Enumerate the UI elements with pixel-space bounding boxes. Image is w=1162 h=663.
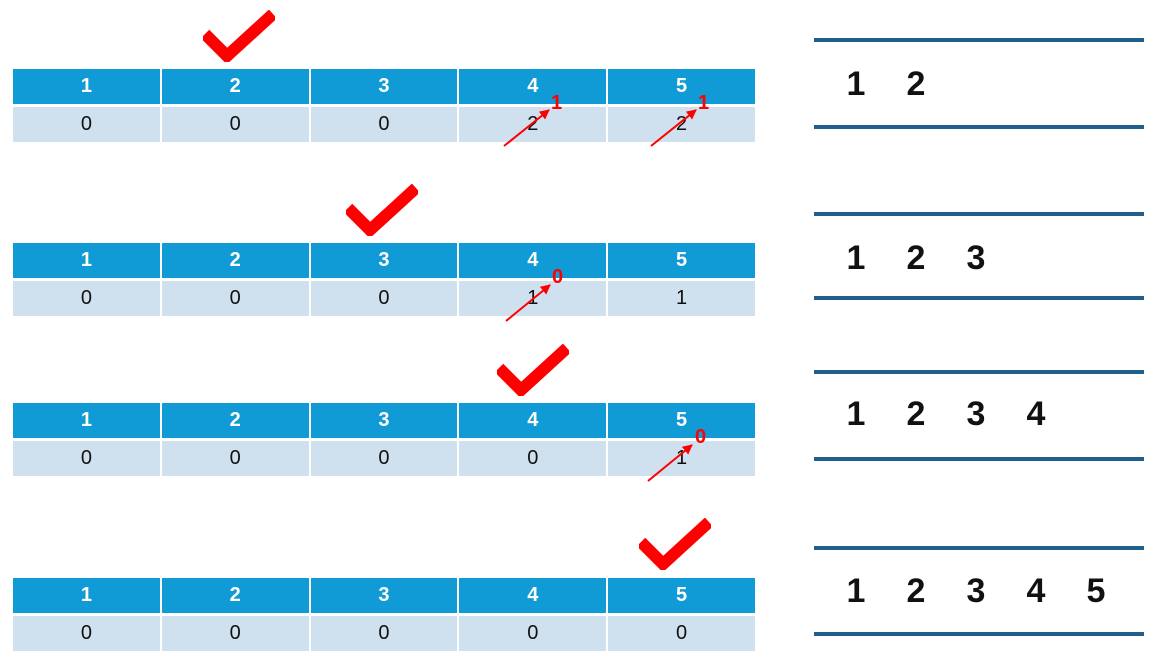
node-header-cell: 3 [309,403,460,441]
stack-item: 2 [906,395,926,433]
indegree-value-cell: 0 [309,105,460,142]
checkmark-icon [639,518,711,570]
stack-item: 5 [1086,572,1106,610]
stack-item: 3 [966,572,986,610]
stack-item: 2 [906,65,926,103]
indegree-value-row: 0 0 0 0 1 [13,439,755,476]
indegree-value-cell: 1 [607,279,755,316]
indegree-value-cell: 0 [160,614,311,651]
stack-bottom-line [814,125,1144,129]
stack-item: 4 [1026,395,1046,433]
indegree-value-cell: 0 [309,439,460,476]
node-header-cell: 1 [13,403,162,441]
node-header-row: 1 2 3 4 5 [13,578,755,616]
stack-item: 1 [846,395,866,433]
node-header-cell: 5 [607,69,755,107]
node-header-cell: 3 [309,69,460,107]
stack-item: 2 [906,572,926,610]
indegree-value-cell: 0 [309,279,460,316]
indegree-value-cell: 1 [458,279,609,316]
checkmark-icon [497,344,569,396]
node-header-cell: 2 [160,243,311,281]
stack-item: 3 [966,239,986,277]
stack-top-line [814,38,1144,42]
indegree-table: 1 2 3 4 5 0 0 0 1 1 [13,243,755,316]
node-header-cell: 2 [160,578,311,616]
indegree-value-cell: 0 [160,279,311,316]
result-stack: 1 2 [826,64,946,104]
indegree-value-cell: 0 [13,439,162,476]
indegree-value-cell: 2 [458,105,609,142]
indegree-value-cell: 0 [13,105,162,142]
node-header-cell: 1 [13,243,162,281]
node-header-cell: 3 [309,243,460,281]
indegree-value-cell: 0 [309,614,460,651]
result-stack: 1 2 3 4 5 [826,571,1126,611]
stack-item: 3 [966,395,986,433]
indegree-value-cell: 0 [607,614,755,651]
node-header-cell: 2 [160,403,311,441]
node-header-cell: 4 [458,403,609,441]
stack-bottom-line [814,296,1144,300]
node-header-cell: 1 [13,578,162,616]
indegree-value-row: 0 0 0 1 1 [13,279,755,316]
indegree-value-cell: 0 [458,614,609,651]
stack-item: 1 [846,65,866,103]
node-header-cell: 5 [607,243,755,281]
indegree-table: 1 2 3 4 5 0 0 0 2 2 [13,69,755,142]
node-header-cell: 1 [13,69,162,107]
result-stack: 1 2 3 [826,238,1006,278]
stack-item: 4 [1026,572,1046,610]
indegree-table: 1 2 3 4 5 0 0 0 0 1 [13,403,755,476]
stack-top-line [814,370,1144,374]
node-header-row: 1 2 3 4 5 [13,243,755,281]
indegree-table: 1 2 3 4 5 0 0 0 0 0 [13,578,755,651]
result-stack: 1 2 3 4 [826,394,1066,434]
checkmark-icon [203,10,275,62]
node-header-row: 1 2 3 4 5 [13,403,755,441]
node-header-cell: 5 [607,578,755,616]
stack-bottom-line [814,632,1144,636]
stack-top-line [814,546,1144,550]
indegree-value-cell: 0 [13,614,162,651]
stack-item: 1 [846,572,866,610]
stack-item: 1 [846,239,866,277]
indegree-value-row: 0 0 0 0 0 [13,614,755,651]
indegree-value-row: 0 0 0 2 2 [13,105,755,142]
indegree-value-cell: 1 [607,439,755,476]
node-header-row: 1 2 3 4 5 [13,69,755,107]
node-header-cell: 4 [458,69,609,107]
indegree-value-cell: 2 [607,105,755,142]
stack-top-line [814,212,1144,216]
node-header-cell: 3 [309,578,460,616]
indegree-value-cell: 0 [458,439,609,476]
checkmark-icon [346,184,418,236]
node-header-cell: 4 [458,243,609,281]
stack-item: 2 [906,239,926,277]
indegree-value-cell: 0 [160,439,311,476]
node-header-cell: 2 [160,69,311,107]
indegree-value-cell: 0 [13,279,162,316]
node-header-cell: 5 [607,403,755,441]
indegree-value-cell: 0 [160,105,311,142]
node-header-cell: 4 [458,578,609,616]
stack-bottom-line [814,457,1144,461]
